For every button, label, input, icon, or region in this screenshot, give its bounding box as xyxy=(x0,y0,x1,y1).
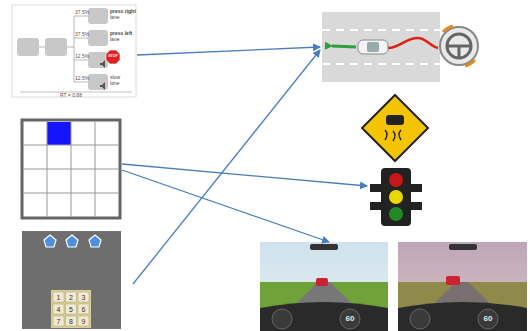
key-cap xyxy=(66,292,77,302)
label-text: 3 xyxy=(82,294,86,301)
key-cap xyxy=(78,316,89,326)
label-text: 60 xyxy=(346,315,355,323)
key-cap xyxy=(78,304,89,314)
road-scene xyxy=(322,12,478,82)
key-cap xyxy=(78,292,89,302)
label-text: 2 xyxy=(69,294,73,301)
label-text: press right xyxy=(110,9,136,14)
label-text: 7 xyxy=(57,318,61,325)
label-text: 5 xyxy=(69,306,73,313)
label-text: RT = 0.88 xyxy=(60,93,82,98)
driving-screenshot xyxy=(260,242,388,331)
key-cap xyxy=(66,316,77,326)
arrow xyxy=(122,47,367,284)
grid-task xyxy=(22,120,120,218)
key-cap xyxy=(53,304,64,314)
label-text: lane xyxy=(110,15,119,20)
label-text: 12.5% xyxy=(75,76,89,81)
driving-screenshot xyxy=(398,242,527,331)
label-text: 12.5% xyxy=(75,54,89,59)
flowchart-thumbnail xyxy=(12,5,136,97)
label-text: 1 xyxy=(57,294,61,301)
label-text: 6 xyxy=(82,306,86,313)
keypad-panel xyxy=(22,231,121,329)
label-text: time xyxy=(110,81,119,86)
label-text: 37.5% xyxy=(75,10,89,15)
label-text: press left xyxy=(110,31,132,36)
label-text: 4 xyxy=(57,306,61,313)
slippery-sign xyxy=(362,95,428,161)
label-text: STOP xyxy=(108,55,117,59)
label-text: 8 xyxy=(69,318,73,325)
label-text: 9 xyxy=(82,318,86,325)
label-text: 37.5% xyxy=(75,32,89,37)
label-text: 60 xyxy=(484,315,493,323)
key-cap xyxy=(53,316,64,326)
traffic-light xyxy=(370,168,422,226)
key-cap xyxy=(53,292,64,302)
key-cap xyxy=(66,304,77,314)
label-text: lane xyxy=(110,37,119,42)
label-text: slow xyxy=(110,75,120,80)
